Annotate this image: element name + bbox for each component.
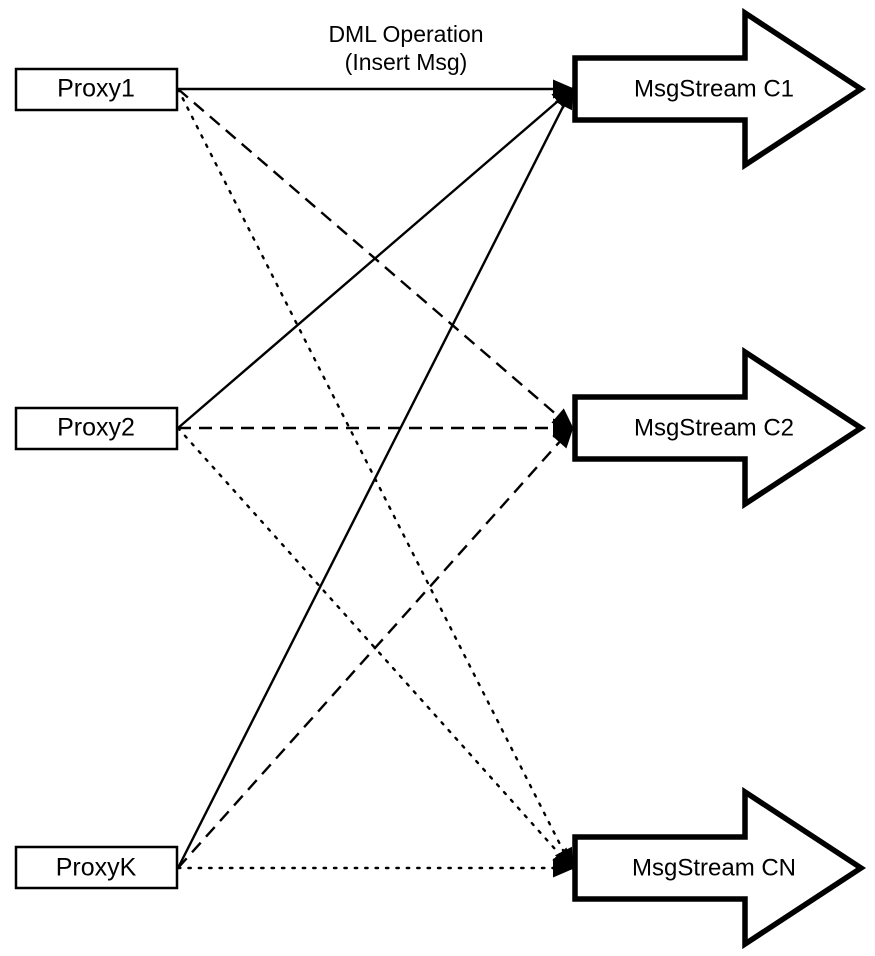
arrowhead-proxyK-to-c2 xyxy=(552,425,575,449)
arrowhead-proxy2-to-cn xyxy=(552,847,575,871)
edge-label-dml-operation: DML Operation (Insert Msg) xyxy=(328,21,483,75)
arrowhead-proxyK-to-cn xyxy=(553,858,575,878)
proxy-box-proxy1[interactable] xyxy=(14,67,179,112)
msgstream-arrow-shape-c1[interactable] xyxy=(572,7,867,171)
msgstream-node-c2[interactable]: MsgStream C2 xyxy=(572,346,867,510)
edge-label-line1: DML Operation xyxy=(328,21,483,47)
proxy-box-proxyK[interactable] xyxy=(14,845,179,890)
proxy-node-proxy2[interactable]: Proxy2 xyxy=(14,406,179,451)
edges-layer xyxy=(176,87,574,870)
arrowheads-layer xyxy=(551,79,575,878)
msgstream-label-cn: MsgStream CN xyxy=(632,854,796,881)
proxy-label-proxy1: Proxy1 xyxy=(57,75,135,103)
msgstream-node-cn[interactable]: MsgStream CN xyxy=(572,786,867,950)
proxy-node-proxyK[interactable]: ProxyK xyxy=(14,845,179,890)
msgstream-label-c2: MsgStream C2 xyxy=(634,414,794,441)
msgstream-label-c1: MsgStream C1 xyxy=(634,75,794,102)
proxy-label-proxyK: ProxyK xyxy=(56,854,137,882)
msgstream-node-c1[interactable]: MsgStream C1 xyxy=(572,7,867,171)
proxy-label-proxy2: Proxy2 xyxy=(57,414,135,442)
edge-proxyK-to-c2 xyxy=(177,427,573,869)
msgstream-arrow-shape-cn[interactable] xyxy=(572,786,867,950)
edge-label-line2: (Insert Msg) xyxy=(345,49,468,75)
arrowhead-proxyK-to-c1 xyxy=(554,86,574,111)
msgstream-arrow-shape-c2[interactable] xyxy=(572,346,867,510)
proxy-node-proxy1[interactable]: Proxy1 xyxy=(14,67,179,112)
edge-proxy2-to-cn xyxy=(176,426,574,870)
proxy-box-proxy2[interactable] xyxy=(14,406,179,451)
msgstream-nodes-layer: MsgStream C1 MsgStream C2 MsgStream CN xyxy=(572,7,867,950)
arrowhead-proxy2-to-c2 xyxy=(553,418,575,438)
edge-proxyK-to-c1 xyxy=(176,88,574,869)
edge-proxy2-to-c1 xyxy=(177,88,573,429)
